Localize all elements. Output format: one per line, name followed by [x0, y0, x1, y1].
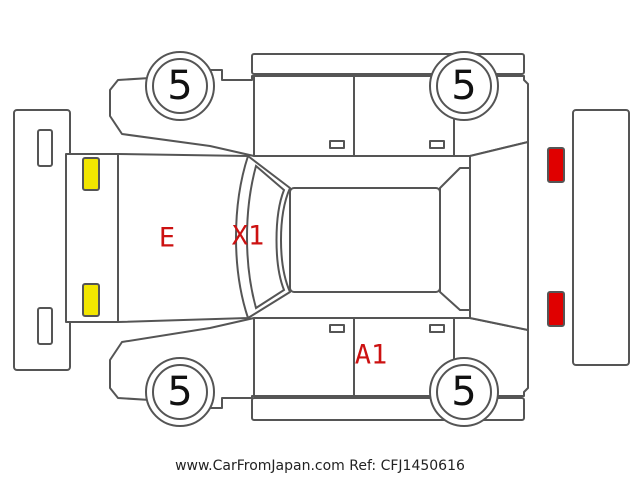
rear-light-bottom — [547, 291, 565, 327]
front-light-top — [82, 157, 100, 191]
tyre-front-right: 5 — [429, 51, 499, 121]
rear-window-panel — [439, 167, 471, 311]
rear-light-top — [547, 147, 565, 183]
tyre-rear-left: 5 — [145, 357, 215, 427]
tyre-rear-right: 5 — [429, 357, 499, 427]
door-handle-bottom-rear — [429, 324, 445, 333]
front-bumper-vent-bottom — [37, 307, 53, 345]
tyre-rear-left-rating: 5 — [167, 369, 192, 415]
tyre-front-right-rating: 5 — [451, 63, 476, 109]
tyre-front-left-rating: 5 — [167, 63, 192, 109]
tailgate-panel — [469, 141, 529, 331]
front-light-bottom — [82, 283, 100, 317]
roof-panel — [289, 187, 441, 293]
front-bumper-vent-top — [37, 129, 53, 167]
mark-windshield: X1 — [232, 221, 265, 252]
footer-reference: www.CarFromJapan.com Ref: CFJ1450616 — [175, 458, 465, 474]
door-handle-top-rear — [429, 140, 445, 149]
mark-hood: E — [159, 223, 175, 254]
tyre-rear-right-rating: 5 — [451, 369, 476, 415]
door-handle-top-front — [329, 140, 345, 149]
door-handle-bottom-front — [329, 324, 345, 333]
tyre-front-left: 5 — [145, 51, 215, 121]
mark-right-side: A1 — [355, 340, 388, 371]
front-bumper — [13, 109, 71, 371]
rear-bumper — [572, 109, 630, 366]
